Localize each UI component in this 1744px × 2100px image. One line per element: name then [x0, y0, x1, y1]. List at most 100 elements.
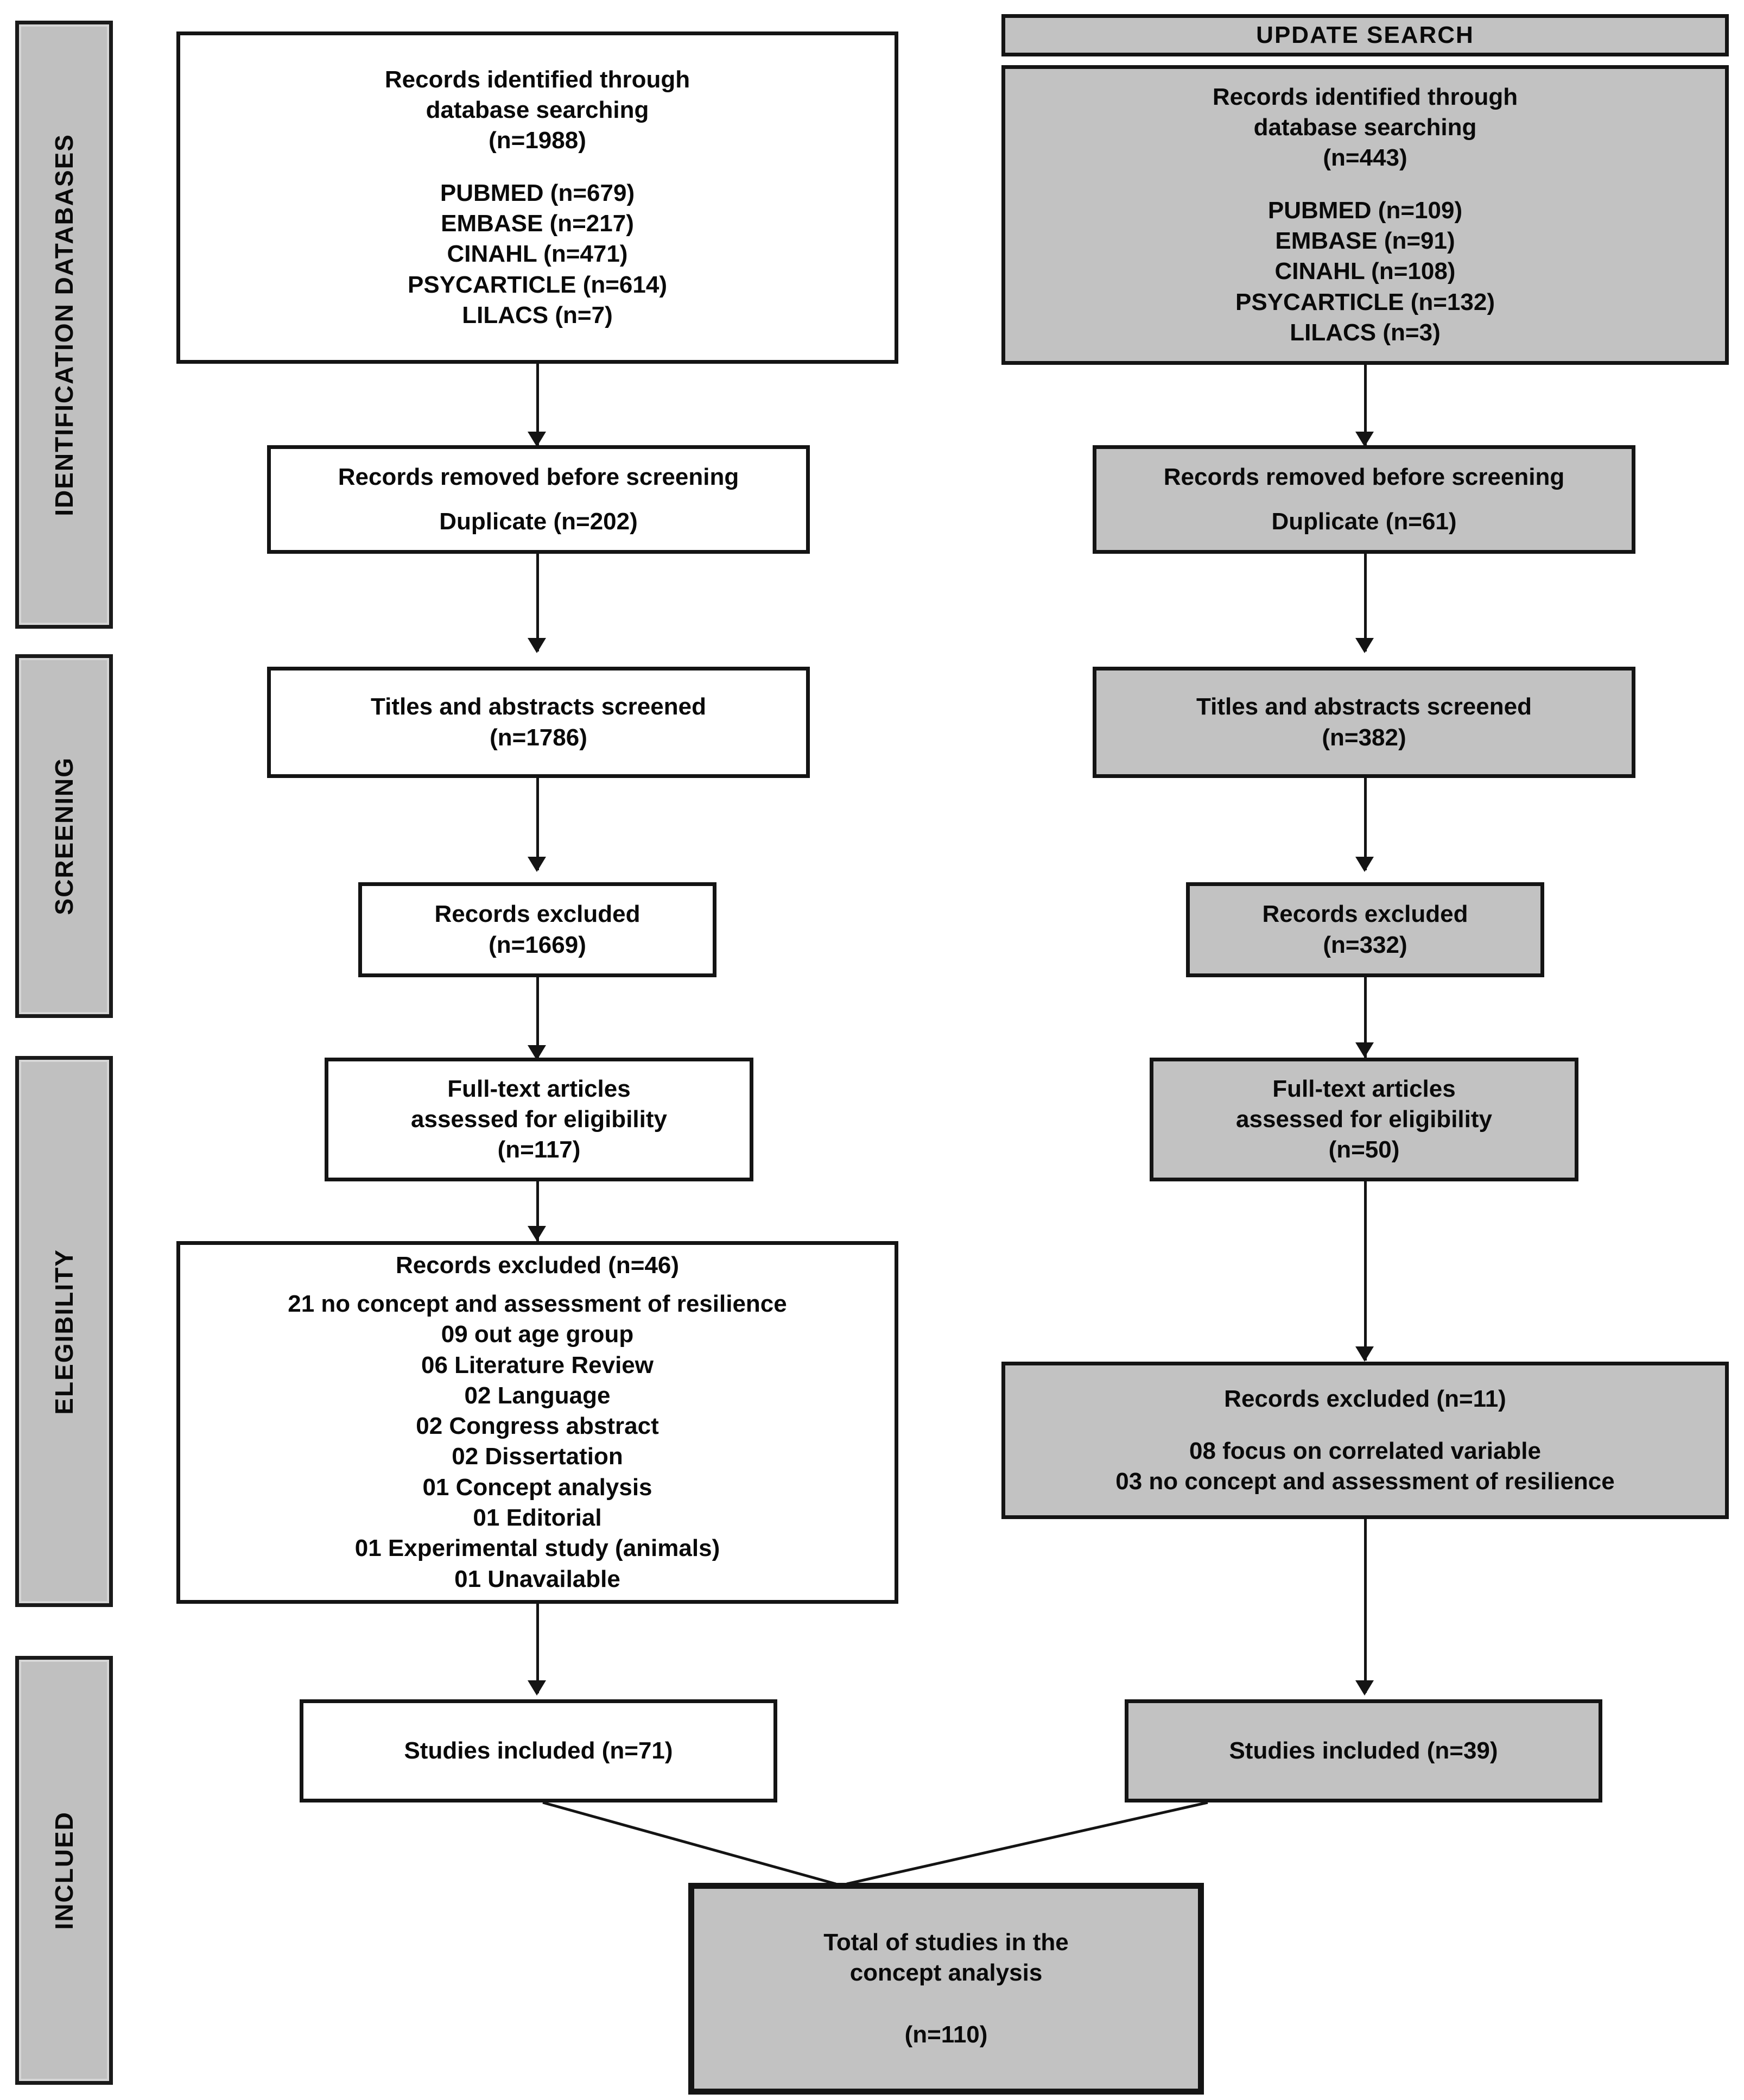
- original-records-excluded-screening-box: Records excluded (n=1669): [358, 882, 716, 977]
- phase-eligibility: ELEGIBILITY: [15, 1056, 113, 1607]
- exclusion-reason: 21 no concept and assessment of resilien…: [288, 1290, 787, 1317]
- titles-heading: Titles and abstracts screened: [371, 693, 706, 720]
- connector-line: [536, 554, 539, 651]
- connector-arrowhead: [528, 857, 546, 872]
- titles-heading: Titles and abstracts screened: [1196, 693, 1532, 720]
- database-lilacs: LILACS (n=7): [462, 301, 613, 328]
- connector-line: [1364, 1181, 1367, 1361]
- total-heading-line1: Total of studies in the: [823, 1928, 1069, 1956]
- database-psycarticle: PSYCARTICLE (n=132): [1235, 288, 1495, 315]
- removed-heading: Records removed before screening: [338, 463, 739, 490]
- identification-total: (n=1988): [489, 127, 586, 154]
- studies-included-label: Studies included (n=39): [1229, 1737, 1498, 1764]
- removed-heading: Records removed before screening: [1163, 463, 1565, 490]
- fulltext-heading-line2: assessed for eligibility: [411, 1105, 667, 1133]
- exclusion-reason: 02 Congress abstract: [416, 1413, 659, 1440]
- identification-heading-line1: Records identified through: [1212, 83, 1518, 110]
- fulltext-heading-line1: Full-text articles: [447, 1075, 631, 1102]
- fulltext-count: (n=117): [497, 1136, 581, 1163]
- update-search-banner: UPDATE SEARCH: [1001, 14, 1729, 56]
- original-full-text-box: Full-text articles assessed for eligibil…: [325, 1058, 753, 1181]
- connector-line: [1364, 1519, 1367, 1693]
- exclusion-reason: 02 Language: [464, 1382, 611, 1409]
- database-psycarticle: PSYCARTICLE (n=614): [408, 271, 667, 298]
- connector-line: [1364, 778, 1367, 870]
- update-identification-box: Records identified through database sear…: [1001, 65, 1729, 365]
- connector-line: [1364, 977, 1367, 1059]
- connector-arrowhead: [1355, 1042, 1374, 1058]
- database-lilacs: LILACS (n=3): [1290, 319, 1441, 346]
- exclusion-reason: 08 focus on correlated variable: [1189, 1437, 1542, 1464]
- connector-arrowhead: [1355, 432, 1374, 447]
- connector-arrowhead: [1355, 857, 1374, 872]
- fulltext-count: (n=50): [1328, 1136, 1400, 1163]
- connector-line: [536, 778, 539, 870]
- update-titles-abstracts-box: Titles and abstracts screened (n=382): [1093, 667, 1635, 778]
- original-titles-abstracts-box: Titles and abstracts screened (n=1786): [267, 667, 810, 778]
- connector-arrowhead: [528, 432, 546, 447]
- excluded-eligibility-heading: Records excluded (n=46): [395, 1252, 680, 1279]
- phase-label: SCREENING: [50, 757, 78, 915]
- exclusion-reason: 02 Dissertation: [452, 1443, 623, 1470]
- exclusion-reason: 01 Unavailable: [454, 1565, 620, 1592]
- identification-total: (n=443): [1323, 144, 1407, 172]
- connector-line: [536, 977, 539, 1061]
- exclusion-reason: 06 Literature Review: [421, 1351, 654, 1378]
- update-studies-included-box: Studies included (n=39): [1125, 1699, 1602, 1802]
- total-heading-line2: concept analysis: [849, 1959, 1043, 1986]
- database-pubmed: PUBMED (n=679): [440, 179, 635, 206]
- studies-included-label: Studies included (n=71): [404, 1737, 673, 1764]
- phase-identification: IDENTIFICATION DATABASES: [15, 21, 113, 629]
- identification-heading-line2: database searching: [426, 97, 649, 124]
- update-full-text-box: Full-text articles assessed for eligibil…: [1150, 1058, 1578, 1181]
- database-embase: EMBASE (n=91): [1275, 227, 1455, 254]
- excluded-eligibility-heading: Records excluded (n=11): [1224, 1385, 1506, 1412]
- fulltext-heading-line1: Full-text articles: [1272, 1075, 1456, 1102]
- connector-arrowhead: [1355, 1346, 1374, 1362]
- update-records-excluded-eligibility-box: Records excluded (n=11) 08 focus on corr…: [1001, 1362, 1729, 1519]
- original-identification-box: Records identified through database sear…: [176, 31, 898, 364]
- exclusion-reason: 01 Concept analysis: [422, 1473, 652, 1501]
- titles-count: (n=1786): [490, 724, 587, 751]
- exclusion-reason: 03 no concept and assessment of resilien…: [1115, 1468, 1615, 1495]
- identification-heading-line2: database searching: [1253, 114, 1477, 141]
- titles-count: (n=382): [1322, 724, 1406, 751]
- removed-duplicate: Duplicate (n=61): [1271, 508, 1457, 535]
- total-count: (n=110): [904, 2021, 988, 2048]
- original-studies-included-box: Studies included (n=71): [300, 1699, 777, 1802]
- excluded-count: (n=1669): [489, 931, 586, 958]
- connector-arrowhead: [1355, 1680, 1374, 1696]
- connector-line: [536, 1604, 539, 1693]
- phase-screening: SCREENING: [15, 654, 113, 1018]
- excluded-count: (n=332): [1323, 931, 1407, 958]
- phase-label: INCLUED: [50, 1811, 78, 1930]
- connector-arrowhead: [528, 1226, 546, 1241]
- database-embase: EMBASE (n=217): [441, 210, 634, 237]
- original-records-excluded-eligibility-box: Records excluded (n=46) 21 no concept an…: [176, 1241, 898, 1604]
- connector-line: [536, 364, 539, 445]
- connector-line: [1364, 365, 1367, 446]
- update-removed-before-screening-box: Records removed before screening Duplica…: [1093, 445, 1635, 554]
- phase-included: INCLUED: [15, 1656, 113, 2085]
- excluded-heading: Records excluded: [434, 901, 640, 928]
- fulltext-heading-line2: assessed for eligibility: [1236, 1105, 1492, 1133]
- connector-arrowhead: [1355, 638, 1374, 653]
- connector-arrowhead: [528, 638, 546, 653]
- phase-label: IDENTIFICATION DATABASES: [50, 133, 78, 516]
- exclusion-reason: 01 Editorial: [473, 1504, 602, 1532]
- total-studies-box: Total of studies in the concept analysis…: [688, 1883, 1204, 2095]
- identification-heading-line1: Records identified through: [384, 66, 690, 93]
- connector-line: [536, 1181, 539, 1241]
- excluded-heading: Records excluded: [1262, 901, 1468, 928]
- update-search-label: UPDATE SEARCH: [1256, 22, 1474, 48]
- update-records-excluded-screening-box: Records excluded (n=332): [1186, 882, 1544, 977]
- exclusion-reason: 09 out age group: [441, 1321, 634, 1348]
- exclusion-reason: 01 Experimental study (animals): [354, 1535, 720, 1562]
- connector-arrowhead: [528, 1680, 546, 1696]
- database-cinahl: CINAHL (n=108): [1274, 258, 1456, 285]
- phase-label: ELEGIBILITY: [50, 1248, 78, 1415]
- connector-line: [1364, 554, 1367, 651]
- original-removed-before-screening-box: Records removed before screening Duplica…: [267, 445, 810, 554]
- database-cinahl: CINAHL (n=471): [447, 241, 628, 268]
- removed-duplicate: Duplicate (n=202): [439, 508, 638, 535]
